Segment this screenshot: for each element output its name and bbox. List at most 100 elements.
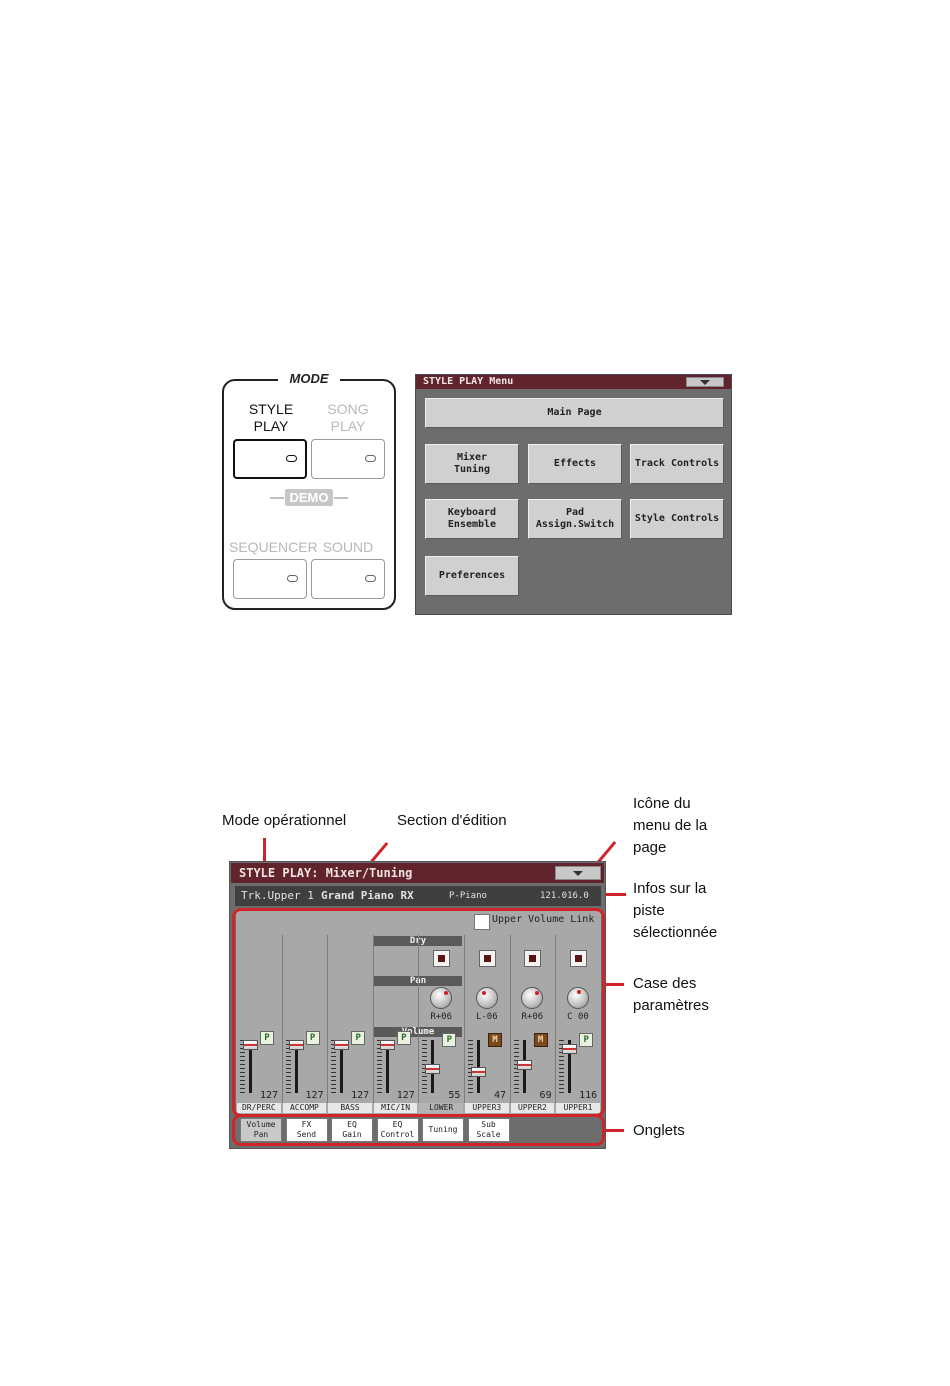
sequencer-label: SEQUENCER: [229, 539, 318, 555]
pan-knob[interactable]: [475, 987, 498, 1009]
keyboard-ensemble-button[interactable]: Keyboard Ensemble: [425, 499, 519, 539]
dry-section-label: Dry: [374, 936, 462, 946]
fader-track: [294, 1040, 298, 1093]
track-label-micin[interactable]: MIC/IN: [373, 1103, 418, 1113]
style-play-button[interactable]: [233, 439, 307, 479]
pan-indicator-icon: [444, 991, 449, 996]
pointer-line: [263, 838, 266, 868]
pointer-line: [594, 893, 626, 896]
volume-value: 116: [579, 1090, 598, 1101]
demo-divider: [270, 497, 284, 499]
dry-toggle[interactable]: [433, 950, 451, 967]
track-label-bass[interactable]: BASS: [328, 1103, 372, 1113]
track-label-lower[interactable]: LOWER: [419, 1103, 463, 1113]
tab-fx-send[interactable]: FX Send: [285, 1118, 328, 1142]
pan-indicator-icon: [577, 990, 581, 994]
volume-value: 47: [493, 1090, 506, 1101]
pan-value: L-06: [475, 1012, 498, 1022]
annotation-track-info: Infos sur la piste sélectionnée: [633, 880, 718, 941]
upper-volume-link-label: Upper Volume Link: [492, 914, 595, 925]
mute-button[interactable]: M: [533, 1033, 548, 1047]
track-label-accomp[interactable]: ACCOMP: [282, 1103, 327, 1113]
volume-value: 127: [396, 1090, 415, 1101]
style-controls-button[interactable]: Style Controls: [630, 499, 724, 539]
page-menu-button[interactable]: [686, 377, 724, 387]
track-label-drperc[interactable]: DR/PERC: [237, 1103, 281, 1113]
volume-fader[interactable]: [288, 1040, 304, 1050]
volume-fader[interactable]: [334, 1040, 350, 1050]
mixer-tuning-button[interactable]: Mixer Tuning: [425, 444, 519, 484]
pan-indicator-icon: [535, 991, 540, 996]
channel-separator: [327, 935, 329, 1103]
play-button[interactable]: P: [442, 1033, 457, 1047]
pan-knob[interactable]: [567, 987, 589, 1009]
dry-toggle[interactable]: [478, 950, 496, 967]
effects-button[interactable]: Effects: [528, 444, 622, 484]
mode-title: MODE: [278, 371, 340, 386]
channel-separator: [372, 935, 374, 1103]
volume-fader[interactable]: [562, 1043, 578, 1054]
channel-separator: [418, 935, 420, 1103]
track-label-upper3[interactable]: UPPER3: [465, 1103, 509, 1113]
upper-volume-link-checkbox[interactable]: [474, 914, 490, 930]
tab-eq-control[interactable]: EQ Control: [376, 1118, 419, 1142]
menu-title: STYLE PLAY Menu: [423, 376, 514, 387]
param-box-highlight: [232, 908, 605, 1117]
led-icon: [287, 575, 298, 582]
play-button[interactable]: P: [396, 1031, 411, 1045]
pan-indicator-icon: [481, 991, 486, 996]
volume-fader[interactable]: [243, 1040, 258, 1050]
volume-fader[interactable]: [425, 1064, 441, 1075]
play-button[interactable]: P: [260, 1031, 274, 1045]
preferences-button[interactable]: Preferences: [425, 556, 519, 596]
dry-toggle[interactable]: [570, 950, 587, 967]
tab-sub-scale[interactable]: Sub Scale: [467, 1118, 510, 1142]
sound-button[interactable]: [311, 559, 385, 599]
fader-track: [477, 1040, 480, 1093]
fader-scale: [559, 1040, 565, 1093]
volume-fader[interactable]: [516, 1059, 532, 1070]
volume-fader[interactable]: [379, 1040, 395, 1050]
main-page-button[interactable]: Main Page: [425, 398, 724, 428]
pan-value: C 00: [567, 1012, 589, 1022]
dry-toggle[interactable]: [524, 950, 542, 967]
page-menu-button[interactable]: [555, 866, 601, 880]
tab-tuning[interactable]: Tuning: [422, 1118, 464, 1142]
style-play-menu: STYLE PLAY Menu Main Page Mixer Tuning E…: [415, 374, 732, 615]
track-label-upper2[interactable]: UPPER2: [510, 1103, 555, 1113]
annotation-param-box: Case des paramètres: [633, 975, 709, 1014]
play-button[interactable]: P: [351, 1031, 366, 1045]
dropdown-arrow-icon: [573, 871, 583, 876]
fader-scale: [468, 1040, 473, 1093]
song-play-button[interactable]: [311, 439, 385, 479]
fader-scale: [285, 1040, 291, 1093]
volume-fader[interactable]: [471, 1067, 486, 1078]
sequencer-button[interactable]: [233, 559, 307, 599]
sound-name: Grand Piano RX: [321, 889, 414, 902]
sound-category: P-Piano: [449, 891, 487, 901]
channel-separator: [281, 935, 283, 1103]
led-icon: [286, 455, 297, 462]
tab-eq-gain[interactable]: EQ Gain: [331, 1118, 373, 1142]
pad-assign-switch-button[interactable]: Pad Assign.Switch: [528, 499, 622, 539]
fader-track: [568, 1040, 572, 1093]
pan-knob[interactable]: [521, 987, 544, 1009]
pan-section-label: Pan: [374, 976, 462, 986]
track-label-upper1[interactable]: UPPER1: [556, 1103, 600, 1113]
channel-separator: [555, 935, 557, 1103]
tab-volume-pan[interactable]: Volume Pan: [240, 1118, 282, 1142]
track-controls-button[interactable]: Track Controls: [630, 444, 724, 484]
play-button[interactable]: P: [579, 1033, 594, 1047]
pan-knob[interactable]: [430, 987, 453, 1009]
fader-track: [340, 1040, 344, 1093]
play-button[interactable]: P: [305, 1031, 320, 1045]
mute-button[interactable]: M: [488, 1033, 502, 1047]
volume-value: 127: [259, 1090, 278, 1101]
sound-label: SOUND: [322, 539, 374, 555]
fader-scale: [422, 1040, 428, 1093]
fader-scale: [240, 1040, 245, 1093]
volume-value: 69: [539, 1090, 552, 1101]
track-info-bar: Trk.Upper 1 Grand Piano RX P-Piano 121.0…: [235, 886, 601, 906]
annotation-tabs: Onglets: [633, 1122, 685, 1139]
fader-track: [249, 1040, 252, 1093]
